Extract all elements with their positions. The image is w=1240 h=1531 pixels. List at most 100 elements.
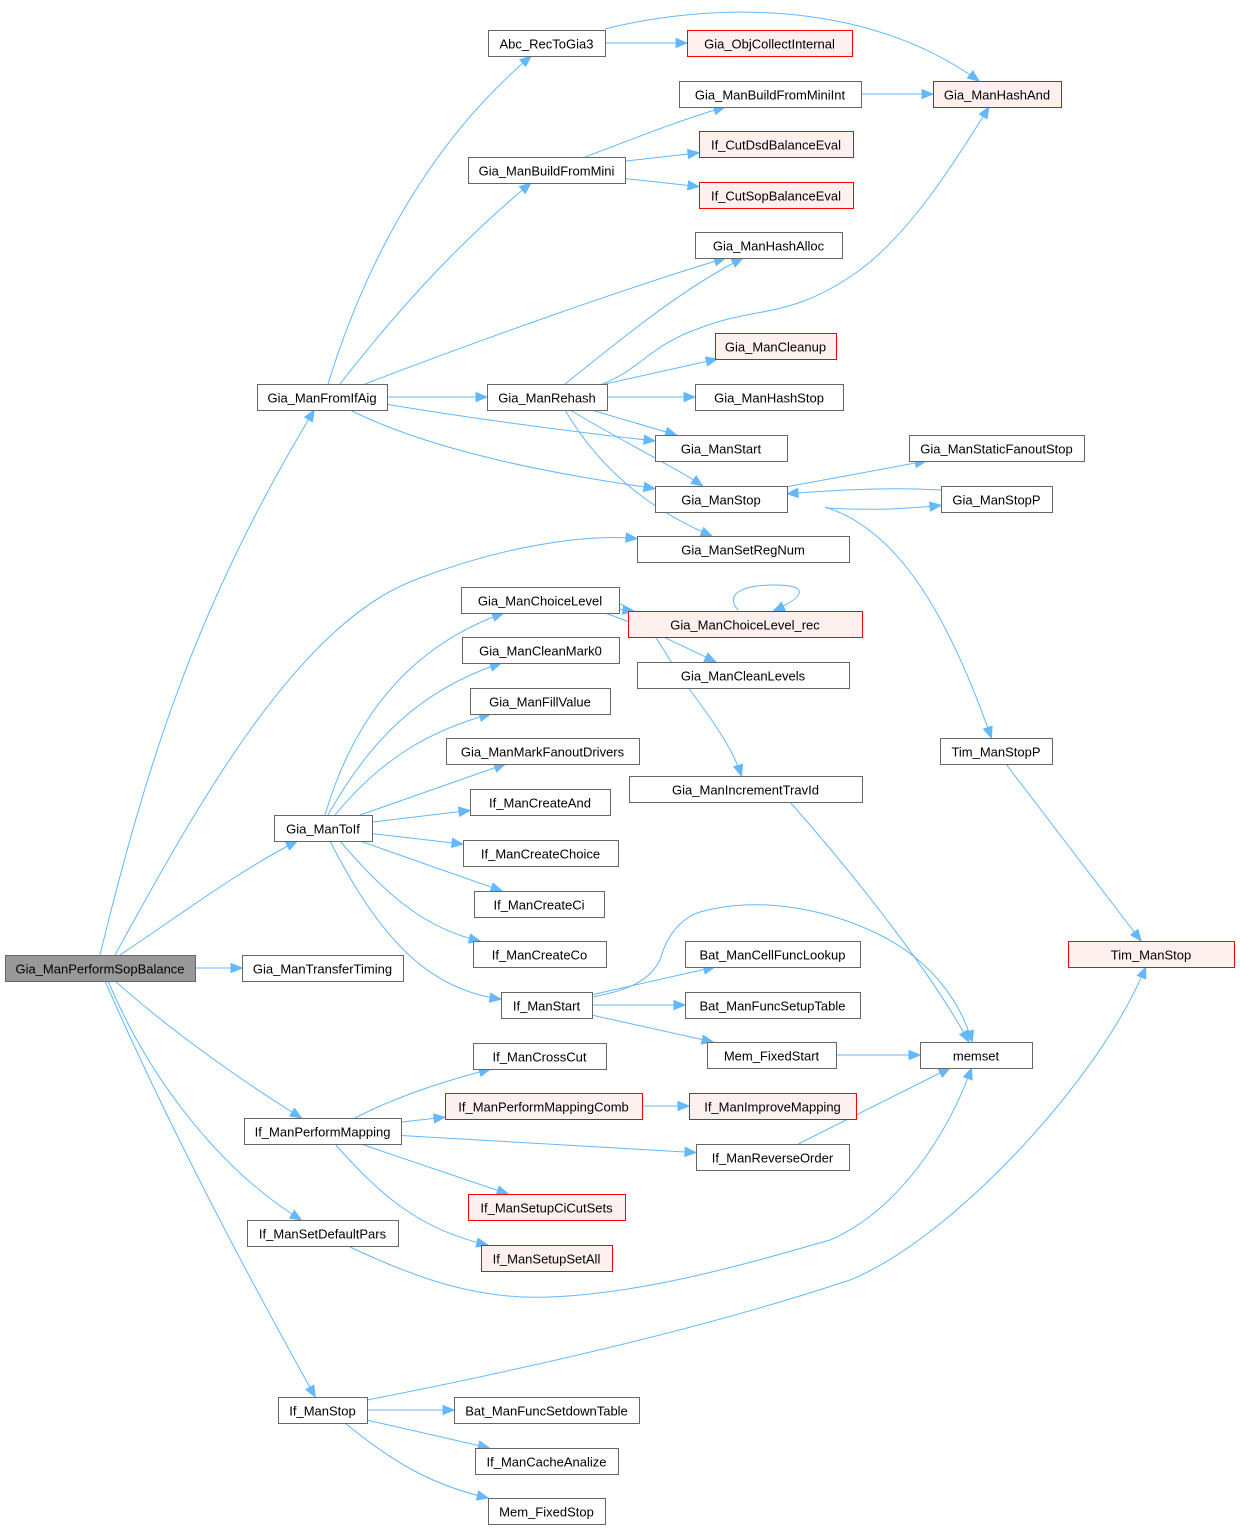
arrowhead-icon: [489, 882, 504, 893]
node-mem-fixedstart[interactable]: Mem_FixedStart: [707, 1042, 837, 1069]
node-if-mansetupcicutsets[interactable]: If_ManSetupCiCutSets: [468, 1194, 626, 1221]
arrowhead-icon: [686, 148, 701, 160]
arrowhead-icon: [673, 999, 687, 1011]
node-box: [655, 435, 788, 462]
node-label: Gia_ManIncrementTravId: [672, 783, 819, 798]
node-if-mancacheanalize[interactable]: If_ManCacheAnalize: [475, 1448, 619, 1475]
node-abc-rectogia3[interactable]: Abc_RecToGia3: [488, 30, 606, 57]
node-label: Tim_ManStop: [1111, 948, 1191, 963]
edge-gia_manstop-to-gia_manstaticfanoutstop: [786, 460, 927, 488]
node-bat-manfuncsetuptable[interactable]: Bat_ManFuncSetupTable: [685, 992, 861, 1019]
node-label: If_ManStart: [513, 999, 581, 1014]
node-gia-manfillvalue[interactable]: Gia_ManFillValue: [470, 688, 611, 715]
node-if-mancreateand[interactable]: If_ManCreateAnd: [470, 789, 611, 816]
arrowhead-icon: [978, 105, 990, 120]
node-box: [470, 688, 611, 715]
node-gia-manchoicelevel-rec[interactable]: Gia_ManChoiceLevel_rec: [628, 611, 863, 638]
node-box: [628, 611, 863, 638]
node-bat-mancellfunclookup[interactable]: Bat_ManCellFuncLookup: [685, 941, 861, 968]
node-label: Gia_ManHashAlloc: [713, 239, 825, 254]
node-gia-manstopp[interactable]: Gia_ManStopP: [941, 486, 1053, 513]
edge-gia_manbuildfrommini-to-if_cutdsdbalanceeval: [624, 152, 700, 162]
node-if-mancreateco[interactable]: If_ManCreateCo: [473, 941, 607, 968]
node-if-mancrosscut[interactable]: If_ManCrossCut: [473, 1043, 607, 1070]
arrowhead-icon: [686, 180, 701, 191]
node-bat-manfuncsetdowntable[interactable]: Bat_ManFuncSetdownTable: [454, 1397, 640, 1424]
edge-gia_manfromifaig-to-gia_manstart: [384, 403, 656, 442]
node-if-mancreateci[interactable]: If_ManCreateCi: [474, 891, 605, 918]
node-gia-mantransfertiming[interactable]: Gia_ManTransferTiming: [242, 955, 404, 982]
node-tim-manstop[interactable]: Tim_ManStop: [1068, 941, 1235, 968]
node-root[interactable]: Gia_ManPerformSopBalance: [5, 955, 196, 982]
node-if-manreverseorder[interactable]: If_ManReverseOrder: [696, 1144, 850, 1171]
arrowhead-icon: [1129, 928, 1142, 943]
edge-if_manperformmapping-to-if_manreverseorder: [400, 1135, 697, 1154]
node-label: If_ManCreateAnd: [489, 796, 591, 811]
node-label: Bat_ManFuncSetdownTable: [465, 1404, 628, 1419]
node-label: Bat_ManFuncSetupTable: [700, 999, 846, 1014]
node-box: [637, 662, 850, 689]
node-gia-manstart[interactable]: Gia_ManStart: [655, 435, 788, 462]
arrowhead-icon: [230, 962, 244, 974]
arrowhead-icon: [488, 992, 503, 1003]
node-label: Gia_ManBuildFromMiniInt: [695, 88, 846, 103]
node-mem-fixedstop[interactable]: Mem_FixedStop: [488, 1498, 606, 1525]
edge-gia_mantoif-to-if_mancreatechoice: [371, 833, 464, 845]
edge-root-to-gia_mantoif: [119, 840, 298, 956]
node-if-manstop[interactable]: If_ManStop: [278, 1397, 368, 1424]
node-memset[interactable]: memset: [920, 1042, 1033, 1069]
node-box: [695, 232, 843, 259]
node-if-manperformmappingcomb[interactable]: If_ManPerformMappingComb: [445, 1093, 643, 1120]
node-label: If_ManImproveMapping: [704, 1100, 841, 1115]
arrowhead-icon: [625, 532, 639, 543]
edge-gia_mantoif-to-if_mancreateco: [339, 840, 481, 942]
node-label: If_ManCreateCo: [492, 948, 587, 963]
edge-root-to-gia_manfromifaig: [99, 409, 315, 956]
node-gia-mancleanup[interactable]: Gia_ManCleanup: [715, 333, 837, 360]
node-if-manstart[interactable]: If_ManStart: [501, 992, 593, 1019]
node-gia-manhashand[interactable]: Gia_ManHashAnd: [933, 81, 1062, 108]
node-if-mansetupsetall[interactable]: If_ManSetupSetAll: [481, 1245, 613, 1272]
node-if-manperformmapping[interactable]: If_ManPerformMapping: [244, 1118, 402, 1145]
node-gia-manhashalloc[interactable]: Gia_ManHashAlloc: [695, 232, 843, 259]
node-gia-manincrementtravid[interactable]: Gia_ManIncrementTravId: [629, 776, 863, 803]
node-gia-manrehash[interactable]: Gia_ManRehash: [487, 384, 608, 411]
node-gia-manfromifaig[interactable]: Gia_ManFromIfAig: [257, 384, 388, 411]
node-box: [445, 1093, 643, 1120]
edge-gia_manfromifaig-to-gia_manhashalloc: [364, 257, 726, 385]
node-gia-mansetregnum[interactable]: Gia_ManSetRegNum: [637, 536, 850, 563]
node-label: Gia_ManRehash: [498, 391, 596, 406]
node-box: [462, 637, 620, 664]
node-gia-manbuildfrommini[interactable]: Gia_ManBuildFromMini: [468, 157, 626, 184]
node-box: [933, 81, 1062, 108]
node-gia-mancleanmark0[interactable]: Gia_ManCleanMark0: [462, 637, 620, 664]
node-if-mancreatechoice[interactable]: If_ManCreateChoice: [463, 840, 619, 867]
arrowhead-icon: [908, 1049, 922, 1061]
node-if-cutdsdbalanceeval[interactable]: If_CutDsdBalanceEval: [699, 131, 854, 158]
node-tim-manstopp[interactable]: Tim_ManStopP: [940, 738, 1053, 765]
node-gia-manbuildfromminiint[interactable]: Gia_ManBuildFromMiniInt: [679, 81, 862, 108]
node-label: memset: [953, 1049, 1000, 1064]
arrowhead-icon: [699, 526, 714, 537]
node-label: If_CutSopBalanceEval: [711, 189, 841, 204]
node-box: [242, 955, 404, 982]
node-box: [920, 1042, 1033, 1069]
node-gia-manstop[interactable]: Gia_ManStop: [655, 486, 788, 513]
node-gia-manchoicelevel[interactable]: Gia_ManChoiceLevel: [461, 587, 620, 614]
node-gia-manhashstop[interactable]: Gia_ManHashStop: [695, 384, 844, 411]
node-gia-mancleanlevels[interactable]: Gia_ManCleanLevels: [637, 662, 850, 689]
node-gia-manmarkfanoutdrivers[interactable]: Gia_ManMarkFanoutDrivers: [446, 738, 640, 765]
node-if-mansetdefaultpars[interactable]: If_ManSetDefaultPars: [247, 1220, 399, 1247]
node-gia-mantoif[interactable]: Gia_ManToIf: [274, 815, 373, 842]
node-gia-objcollectinternal[interactable]: Gia_ObjCollectInternal: [687, 30, 853, 57]
node-if-cutsopbalanceeval[interactable]: If_CutSopBalanceEval: [699, 182, 854, 209]
arrowhead-icon: [928, 501, 943, 512]
node-label: Bat_ManCellFuncLookup: [700, 948, 846, 963]
node-if-manimprovemapping[interactable]: If_ManImproveMapping: [689, 1093, 857, 1120]
node-gia-manstaticfanoutstop[interactable]: Gia_ManStaticFanoutStop: [909, 435, 1085, 462]
node-box: [707, 1042, 837, 1069]
edge-gia_mantoif-to-if_mancreateand: [371, 809, 471, 823]
edge-gia_mantoif-to-gia_manchoicelevel: [324, 612, 504, 816]
edge-gia_manbuildfrommini-to-if_cutsopbalanceeval: [624, 178, 700, 188]
edge-root-to-if_manstop: [104, 980, 316, 1398]
